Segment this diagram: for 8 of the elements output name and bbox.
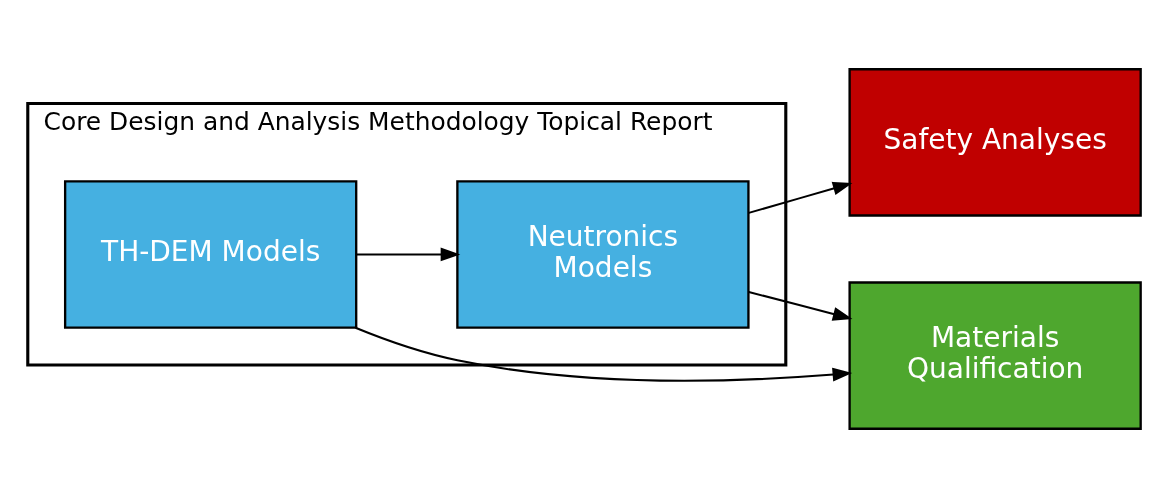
arrow <box>748 291 853 321</box>
arrow <box>748 181 853 214</box>
arrow <box>355 326 853 382</box>
arrow <box>356 247 461 262</box>
node-box: Materials Qualification <box>848 281 1142 430</box>
node-box: TH-DEM Models <box>63 180 358 329</box>
node-box: Safety Analyses <box>848 68 1142 217</box>
node-box: Neutronics Models <box>456 180 750 329</box>
